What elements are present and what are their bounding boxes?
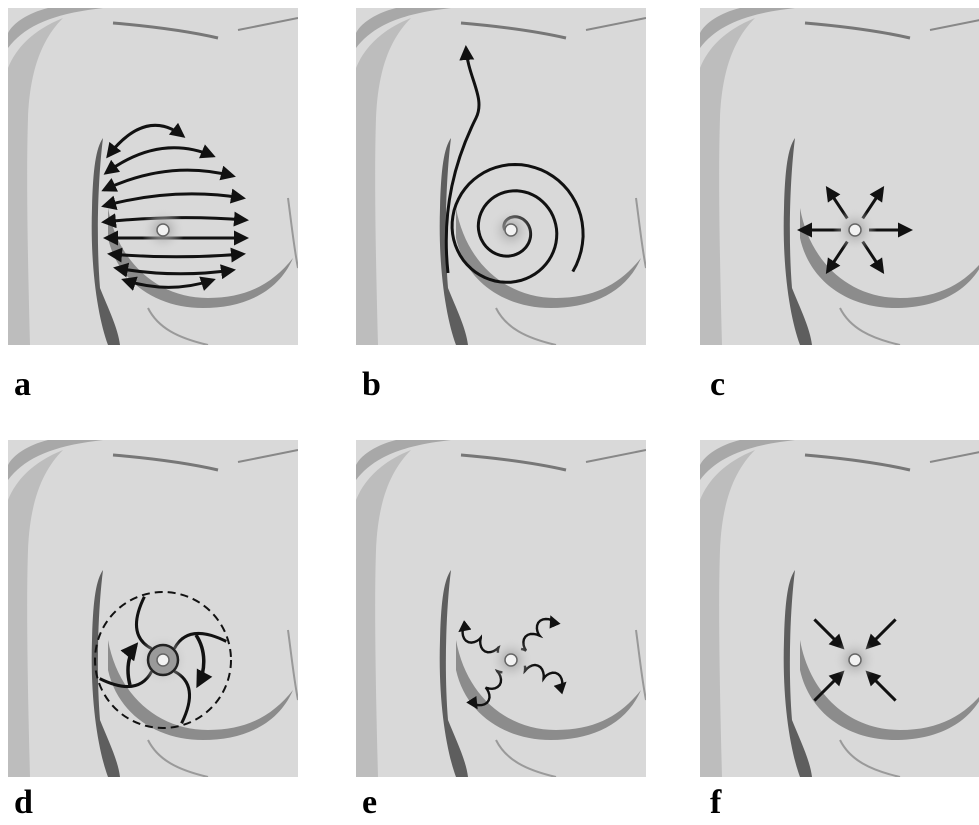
panel-d xyxy=(8,440,298,777)
panel-label-e: e xyxy=(362,786,377,820)
panel-a xyxy=(8,8,298,345)
nipple xyxy=(157,654,169,666)
panel-label-c: c xyxy=(710,368,725,402)
panel-label-a: a xyxy=(14,368,31,402)
panel-e xyxy=(356,440,646,777)
nipple xyxy=(505,224,517,236)
panel-label-d: d xyxy=(14,786,33,820)
panel-label-b: b xyxy=(362,368,381,402)
panel-c xyxy=(700,8,979,345)
panel-label-f: f xyxy=(710,786,721,820)
nipple xyxy=(505,654,517,666)
nipple xyxy=(849,654,861,666)
nipple xyxy=(157,224,169,236)
panel-b xyxy=(356,8,646,345)
panel-f xyxy=(700,440,979,777)
nipple xyxy=(849,224,861,236)
